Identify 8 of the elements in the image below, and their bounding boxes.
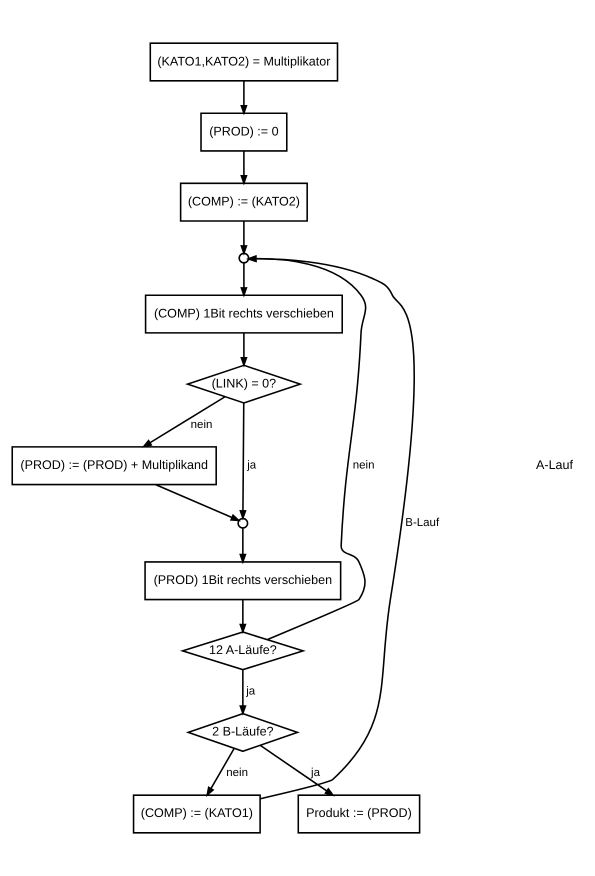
label: A-Lauf xyxy=(536,458,574,472)
edge-label: nein xyxy=(352,460,375,472)
edge-label: B-Lauf xyxy=(405,517,440,530)
edge-label: nein xyxy=(226,767,248,780)
edge-label: ja xyxy=(247,460,256,472)
edge-label: ja xyxy=(246,686,256,698)
edge-label: nein xyxy=(190,418,212,431)
edge-label: ja xyxy=(311,767,320,780)
